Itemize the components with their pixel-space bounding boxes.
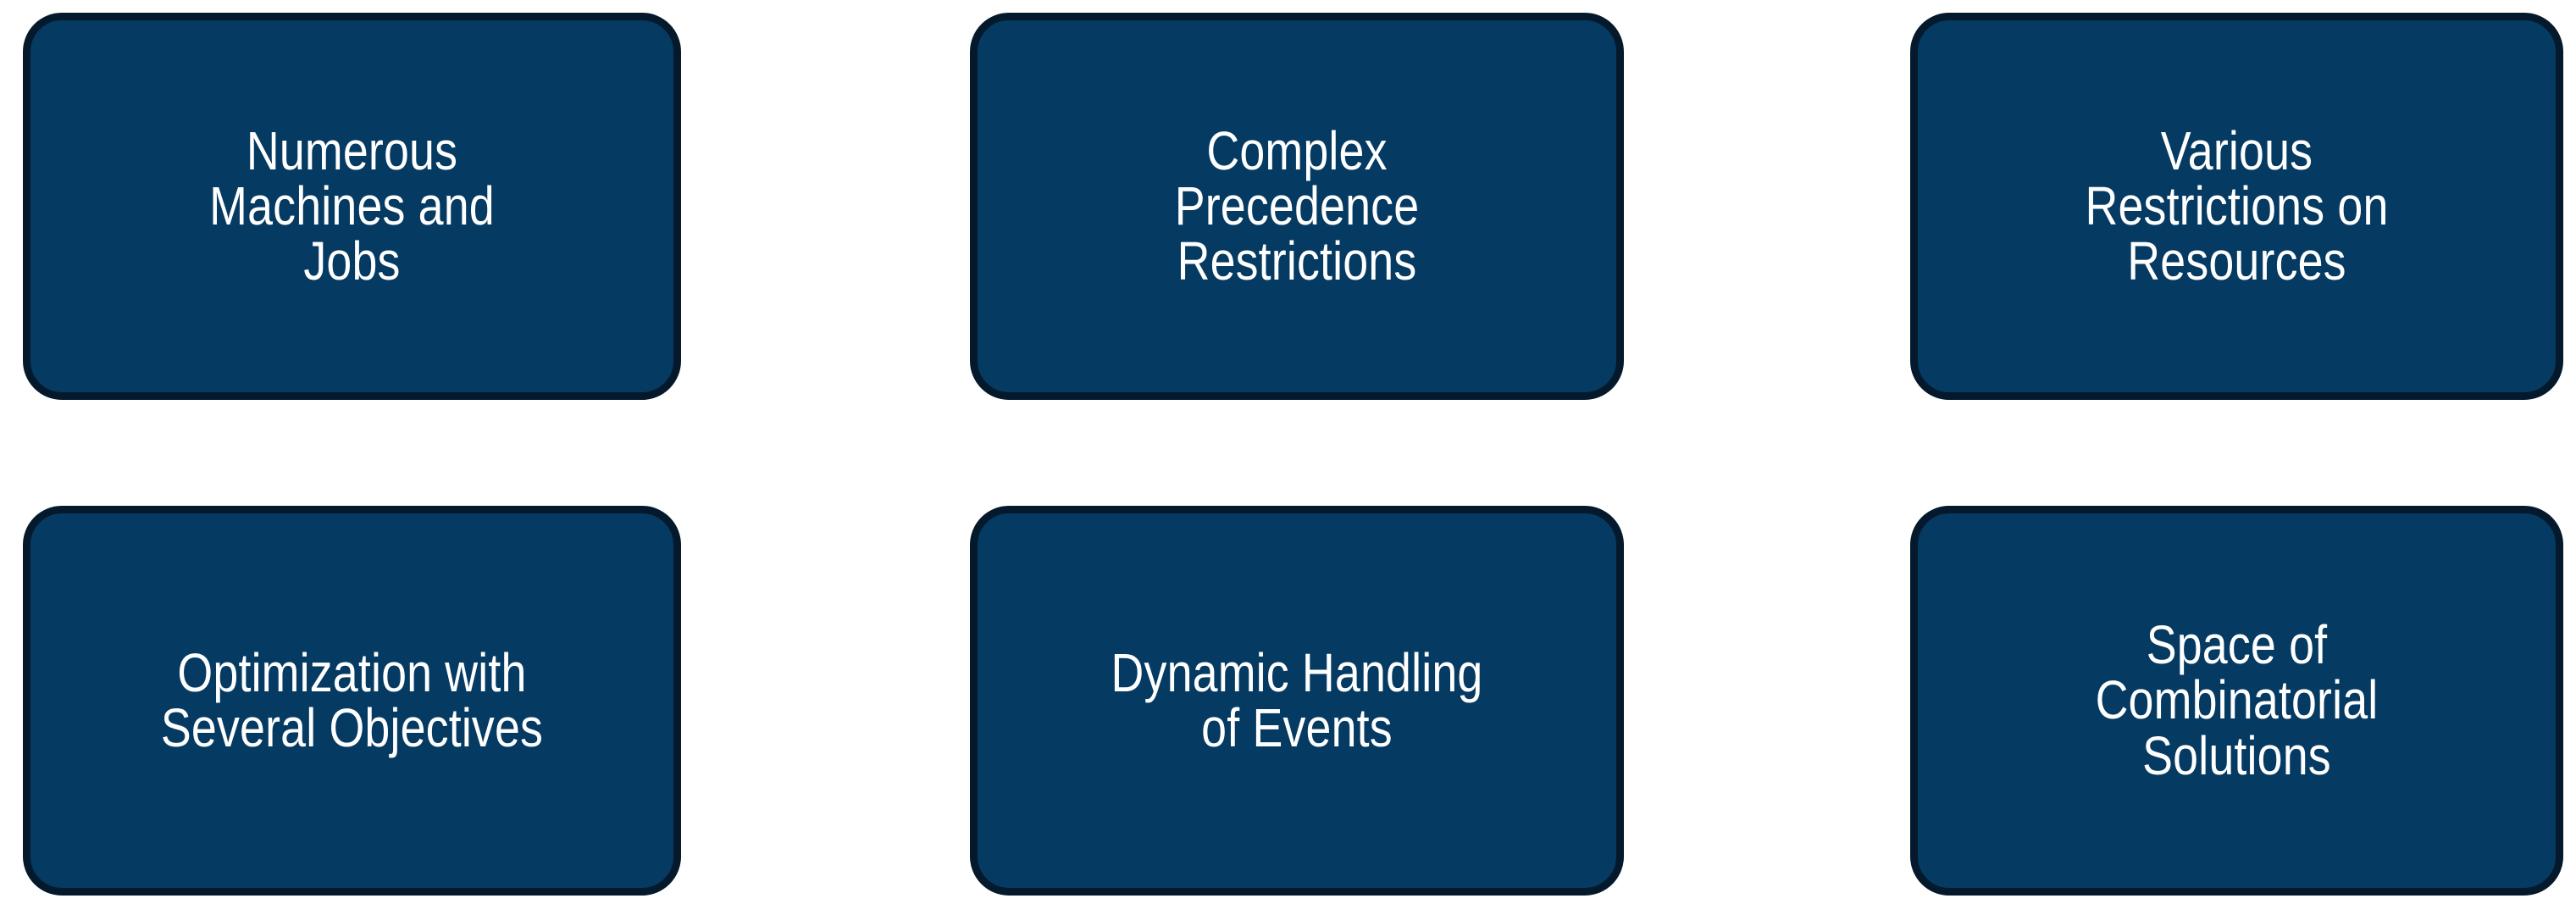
node-numerous-machines-and-jobs[interactable]: Numerous Machines and Jobs [23, 13, 681, 400]
node-label: Various Restrictions on Resources [2085, 119, 2389, 292]
node-various-restrictions-on-resources[interactable]: Various Restrictions on Resources [1910, 13, 2563, 400]
node-label: Complex Precedence Restrictions [1174, 119, 1420, 292]
node-optimization-with-several-objectives[interactable]: Optimization with Several Objectives [23, 506, 681, 896]
node-label: Space of Combinatorial Solutions [2095, 614, 2379, 786]
node-label: Dynamic Handling of Events [1111, 641, 1483, 758]
node-space-of-combinatorial-solutions[interactable]: Space of Combinatorial Solutions [1910, 506, 2563, 896]
node-label: Numerous Machines and Jobs [209, 119, 495, 292]
node-complex-precedence-restrictions[interactable]: Complex Precedence Restrictions [970, 13, 1624, 400]
node-label: Optimization with Several Objectives [160, 641, 544, 758]
node-dynamic-handling-of-events[interactable]: Dynamic Handling of Events [970, 506, 1624, 896]
